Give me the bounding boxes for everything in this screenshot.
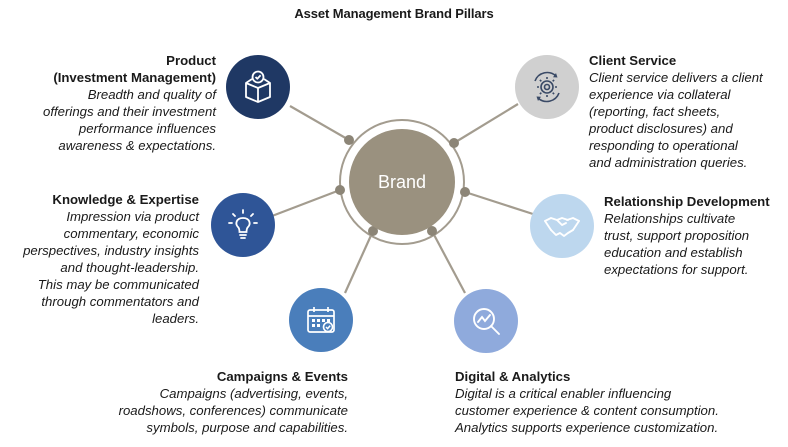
pillar-description-line: trust, support proposition xyxy=(604,228,750,243)
pillar-description-line: experience via collateral xyxy=(589,87,731,102)
connector-dot xyxy=(344,135,354,145)
relationship-node xyxy=(530,194,594,258)
knowledge-node xyxy=(211,193,275,257)
pillar-description-line: through commentators and xyxy=(41,294,199,309)
handshake-icon xyxy=(544,217,580,237)
box-check-icon xyxy=(245,70,271,103)
pillar-description-line: and administration queries. xyxy=(589,155,748,170)
pillar-description-line: This may be communicated xyxy=(37,277,199,292)
product-node xyxy=(226,55,290,119)
pillar-description-line: Analytics supports experience customizat… xyxy=(455,420,719,435)
brand-hub: Brand xyxy=(349,129,455,235)
client-service-node xyxy=(515,55,579,119)
brand-hub-label: Brand xyxy=(377,171,427,192)
pillar-description-line: expectations for support. xyxy=(604,262,749,277)
calendar-icon xyxy=(307,307,335,333)
pillar-heading: Client Service xyxy=(589,53,677,68)
connector-product xyxy=(289,105,350,141)
pillar-description-line: perspectives, industry insights xyxy=(23,243,199,258)
pillar-knowledge: Knowledge & Expertise Impression via pro… xyxy=(23,191,199,327)
pillar-description-line: Impression via product xyxy=(66,209,199,224)
pillar-description-line: offerings and their investment xyxy=(43,104,216,119)
pillar-description-line: product disclosures) and xyxy=(589,121,733,136)
pillar-description-line: leaders. xyxy=(152,311,199,326)
pillar-description-line: education and establish xyxy=(604,245,743,260)
connector-dot xyxy=(427,226,437,236)
pillar-description-line: Digital is a critical enabler influencin… xyxy=(455,386,672,401)
pillar-relationship: Relationship Development Relationships c… xyxy=(604,193,770,278)
connector-dot xyxy=(460,187,470,197)
pillar-description-line: commentary, economic xyxy=(63,226,199,241)
connector-dot xyxy=(335,185,345,195)
pillar-heading: Digital & Analytics xyxy=(455,369,571,384)
digital-node xyxy=(454,289,518,353)
pillar-heading: Campaigns & Events xyxy=(216,369,348,384)
pillar-heading: Relationship Development xyxy=(604,194,770,209)
pillar-description-line: awareness & expectations. xyxy=(58,138,216,153)
campaigns-node xyxy=(289,288,353,352)
connector-relationship xyxy=(464,190,534,216)
diagram-title: Asset Management Brand Pillars xyxy=(294,6,494,21)
gear-cycle-icon xyxy=(534,71,560,103)
pillar-heading: (Investment Management) xyxy=(53,70,216,85)
connector-dot xyxy=(368,226,378,236)
pillar-description-line: roadshows, conferences) communicate xyxy=(118,403,348,418)
pillar-description-line: customer experience & content consumptio… xyxy=(455,403,719,418)
magnifier-chart-icon xyxy=(473,308,500,335)
pillar-product: Product (Investment Management) Breadth … xyxy=(43,52,216,154)
pillar-heading: Product xyxy=(166,53,216,68)
pillar-description-line: symbols, purpose and capabilities. xyxy=(146,420,348,435)
connector-dot xyxy=(449,138,459,148)
pillar-description-line: responding to operational xyxy=(589,138,738,153)
lightbulb-icon xyxy=(228,209,258,239)
connector-digital xyxy=(431,230,466,294)
connector-campaigns xyxy=(343,230,375,294)
pillar-client-service: Client Service Client service delivers a… xyxy=(589,52,763,171)
pillar-description-line: and thought-leadership. xyxy=(60,260,199,275)
connector-knowledge xyxy=(271,188,341,218)
pillar-description-line: Client service delivers a client xyxy=(589,70,763,85)
hub-ring xyxy=(339,119,465,245)
pillar-description-line: performance influences xyxy=(78,121,216,136)
connector-client-service xyxy=(453,103,519,144)
pillar-description-line: Relationships cultivate xyxy=(604,211,736,226)
pillar-campaigns: Campaigns & Events Campaigns (advertisin… xyxy=(119,368,348,436)
pillar-heading: Knowledge & Expertise xyxy=(52,192,199,207)
pillar-description-line: Breadth and quality of xyxy=(87,87,216,102)
pillar-description-line: (reporting, fact sheets, xyxy=(589,104,721,119)
pillar-description-line: Campaigns (advertising, events, xyxy=(159,386,348,401)
pillar-digital: Digital & Analytics Digital is a critica… xyxy=(455,368,719,436)
